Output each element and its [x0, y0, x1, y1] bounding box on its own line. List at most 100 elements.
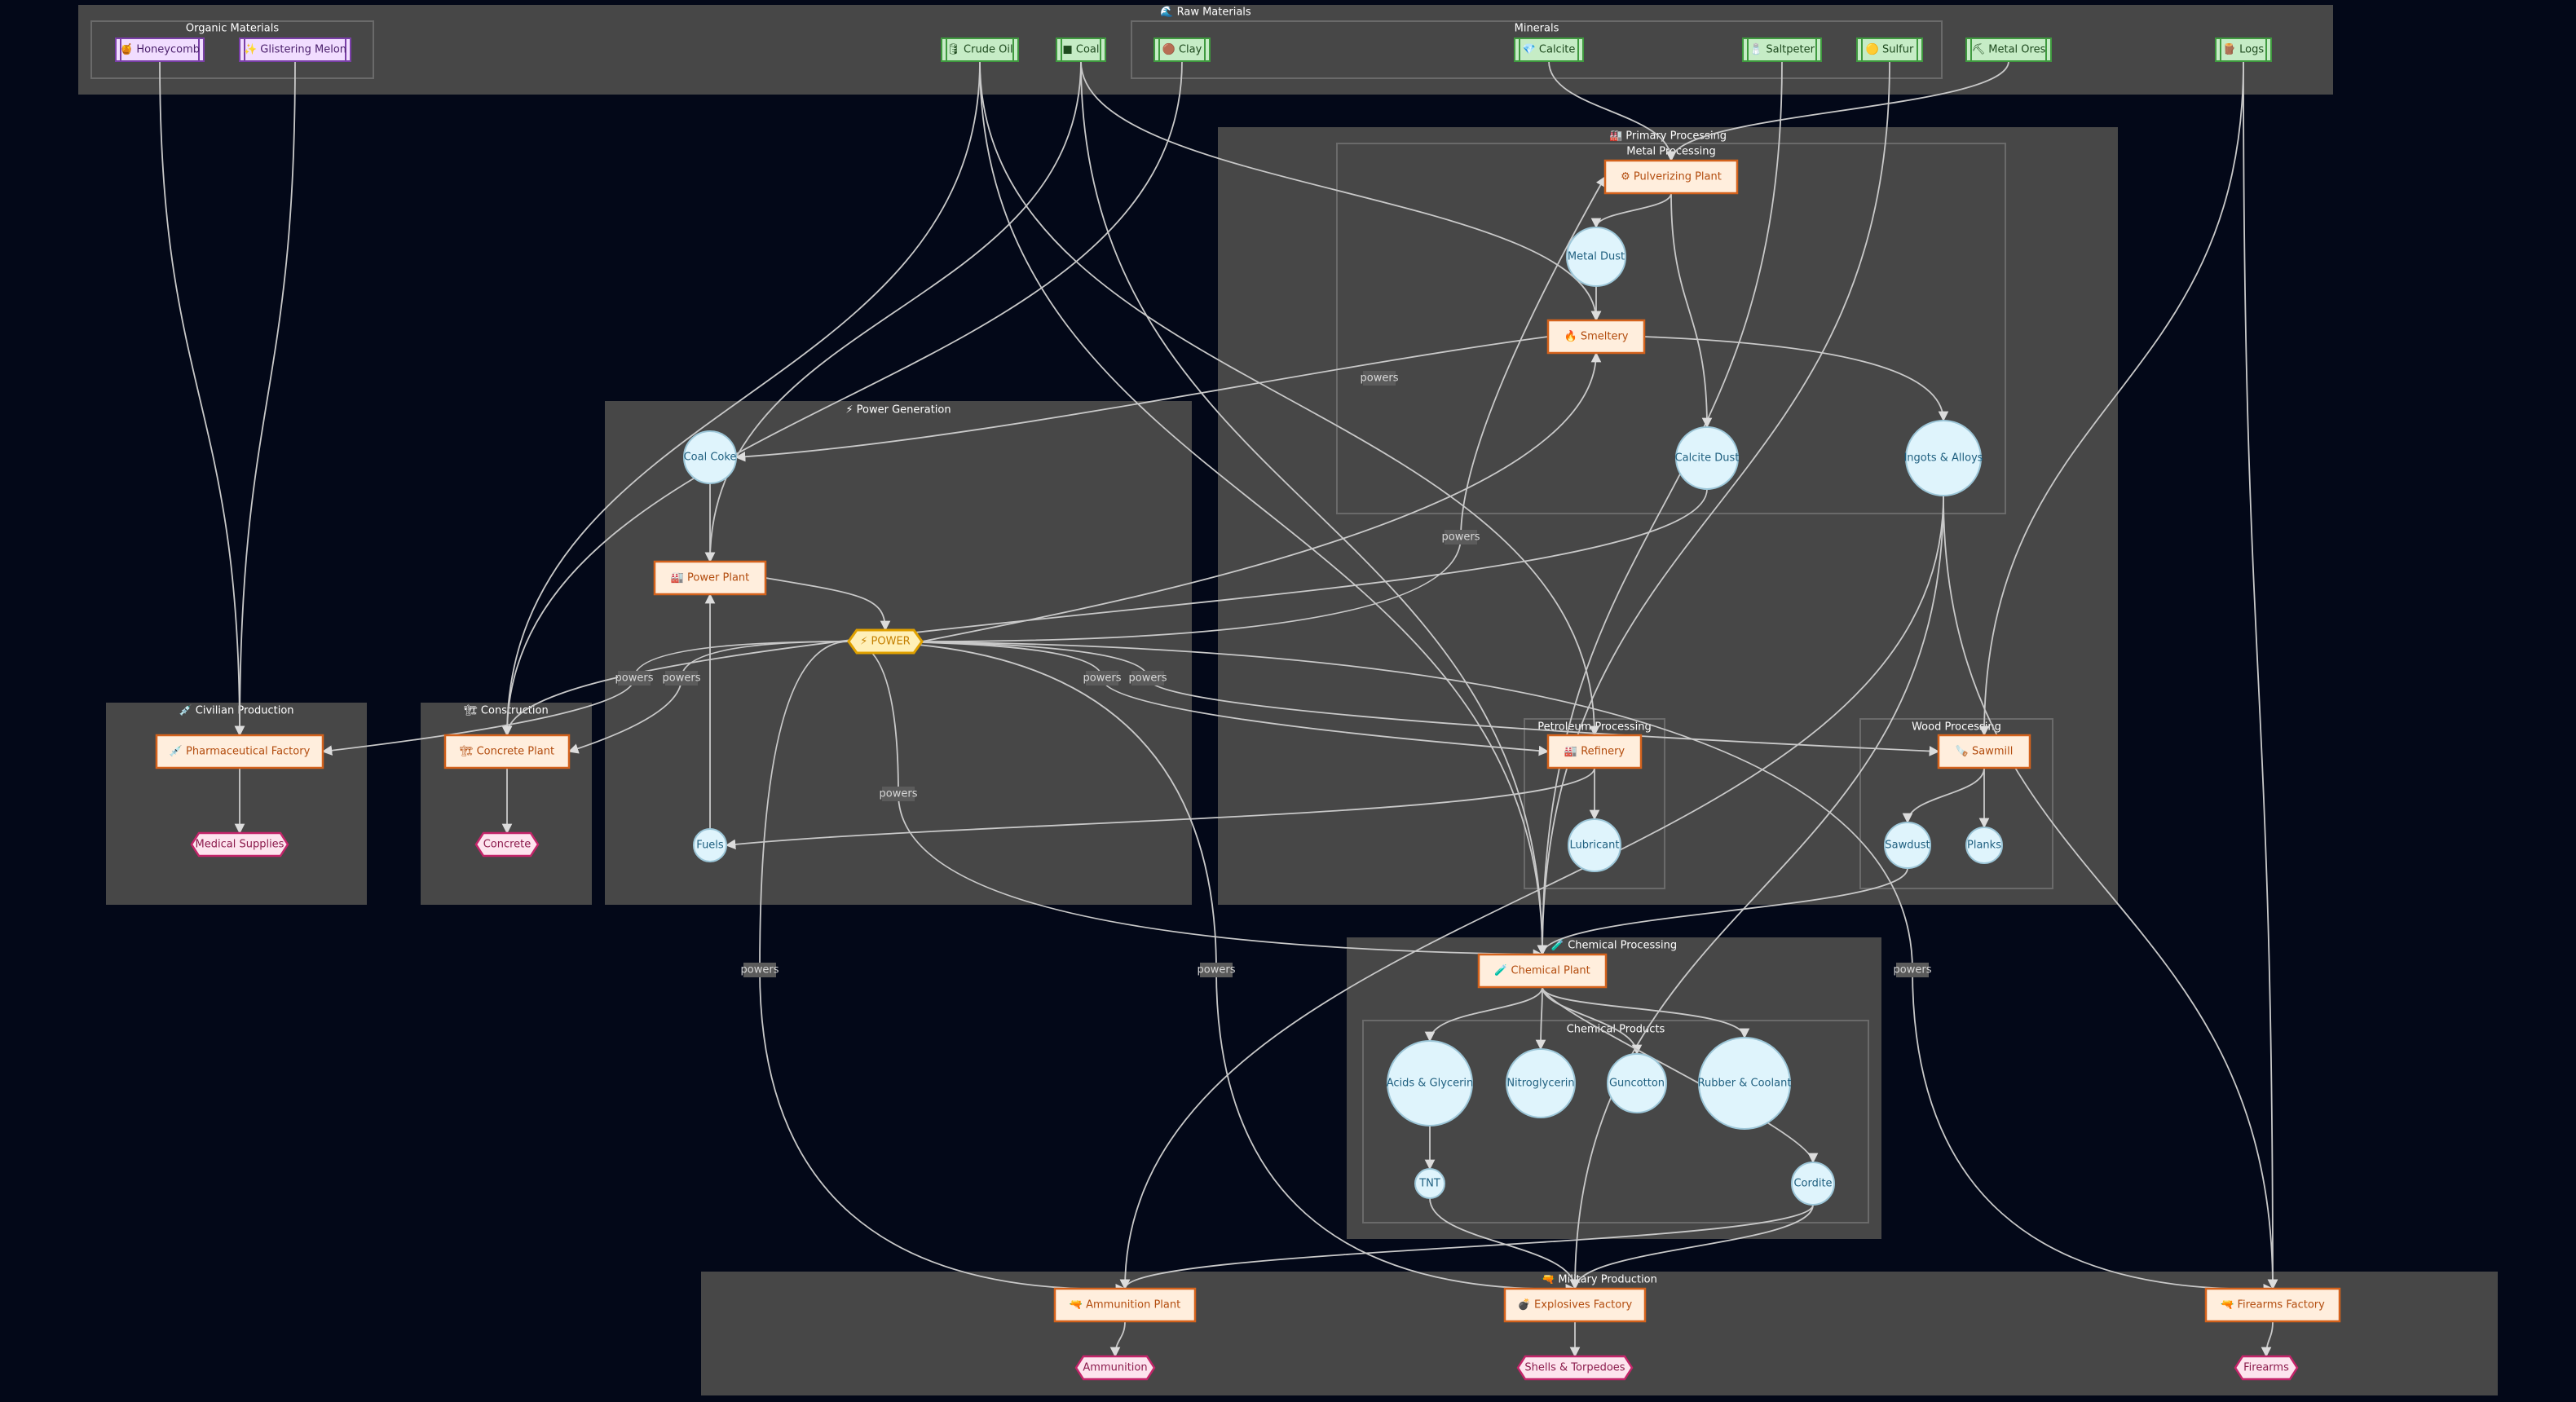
node-label: 💣 Explosives Factory — [1518, 1298, 1633, 1312]
node-nitro[interactable]: Nitroglycerin — [1506, 1048, 1576, 1118]
edge-ores-to-pulverizing — [1665, 60, 2009, 162]
edge-chemplant-to-cordite — [1542, 986, 1819, 1164]
node-metaldust[interactable]: Metal Dust — [1566, 227, 1626, 287]
node-sulfur[interactable]: 🟡 Sulfur — [1856, 37, 1923, 62]
node-smeltery[interactable]: 🔥 Smeltery — [1546, 319, 1646, 355]
edge-chemplant-to-guncotton — [1542, 986, 1643, 1056]
node-coalcoke[interactable]: Coal Coke — [683, 430, 737, 484]
node-firearms[interactable]: Firearms — [2234, 1355, 2299, 1381]
node-fuels[interactable]: Fuels — [693, 828, 727, 862]
cluster-title: ⚡ Power Generation — [845, 404, 951, 417]
node-rubber[interactable]: Rubber & Coolant — [1698, 1037, 1792, 1130]
edge-layer — [159, 60, 2278, 1358]
node-powernode[interactable]: ⚡ POWER — [847, 628, 924, 655]
edge-coal-to-smeltery — [1080, 60, 1602, 322]
node-ores[interactable]: ⛏ Metal Ores — [1965, 37, 2052, 62]
edge-label: powers — [1361, 371, 1399, 386]
node-label: 🍯 Honeycomb — [120, 43, 200, 56]
cluster-title: Organic Materials — [186, 23, 280, 35]
edge-ammoplant-to-ammunition — [1109, 1320, 1126, 1358]
node-label: 🏭 Power Plant — [671, 572, 750, 584]
node-label: 🏭 Refinery — [1564, 746, 1625, 758]
node-tnt[interactable]: TNT — [1414, 1168, 1445, 1199]
cluster-title: 🌊 Raw Materials — [1160, 6, 1251, 19]
edge-calcite-to-pulverizing — [1548, 60, 1677, 162]
node-label: Guncotton — [1609, 1078, 1665, 1090]
edge-chemplant-to-nitro — [1535, 986, 1546, 1051]
cluster-title: Wood Processing — [1912, 721, 2001, 734]
node-chemplant[interactable]: 🧪 Chemical Plant — [1477, 953, 1608, 989]
edge-label: powers — [1442, 530, 1480, 544]
node-pharma[interactable]: 💉 Pharmaceutical Factory — [155, 734, 324, 769]
node-calcitedust[interactable]: Calcite Dust — [1675, 426, 1740, 490]
edge-powernode-to-sawmill — [848, 641, 1940, 756]
edge-powerplant-to-powernode — [765, 577, 891, 632]
node-clay[interactable]: 🟤 Clay — [1153, 37, 1211, 62]
edge-label: powers — [1129, 671, 1167, 686]
edge-sawdust-to-chemplant — [1537, 867, 1908, 956]
node-label: Nitroglycerin — [1506, 1078, 1574, 1090]
node-pulverizing[interactable]: ⚙ Pulverizing Plant — [1603, 159, 1739, 195]
node-label: ⚡ POWER — [860, 636, 910, 648]
node-explosives[interactable]: 💣 Explosives Factory — [1503, 1287, 1647, 1323]
node-ingots[interactable]: Ingots & Alloys — [1903, 420, 1983, 496]
edge-clay-to-concreteplant — [501, 60, 1183, 737]
node-acids[interactable]: Acids & Glycerin — [1387, 1040, 1474, 1126]
node-label: Medical Supplies — [196, 839, 285, 851]
node-melon[interactable]: ✨ Glistering Melon — [239, 37, 351, 62]
node-guncotton[interactable]: Guncotton — [1607, 1053, 1667, 1113]
node-shells[interactable]: Shells & Torpedoes — [1516, 1355, 1634, 1381]
edge-honeycomb-to-pharma — [159, 60, 245, 737]
node-powerplant[interactable]: 🏭 Power Plant — [653, 560, 767, 596]
edge-label-text: powers — [1361, 373, 1399, 385]
edge-label-text: powers — [1129, 672, 1167, 685]
node-crude[interactable]: 🛢 Crude Oil — [941, 37, 1019, 62]
edge-pulverizing-to-metaldust — [1590, 192, 1672, 229]
edge-label: powers — [880, 787, 918, 801]
cluster-title: 🏗 Construction — [464, 704, 548, 717]
node-coal[interactable]: ■ Coal — [1056, 37, 1106, 62]
node-ammoplant[interactable]: 🔫 Ammunition Plant — [1053, 1287, 1197, 1323]
node-label: Rubber & Coolant — [1698, 1078, 1792, 1090]
node-planks[interactable]: Planks — [1965, 827, 2003, 864]
node-refinery[interactable]: 🏭 Refinery — [1546, 734, 1643, 769]
edge-powernode-to-pulverizing — [921, 175, 1606, 642]
node-lubricant[interactable]: Lubricant — [1568, 818, 1621, 872]
node-logs[interactable]: 🪵 Logs — [2215, 37, 2272, 62]
node-concrete[interactable]: Concrete — [474, 831, 540, 858]
node-ammunition[interactable]: Ammunition — [1074, 1355, 1156, 1381]
node-honeycomb[interactable]: 🍯 Honeycomb — [115, 37, 205, 62]
node-label: 🪵 Logs — [2223, 43, 2265, 56]
node-concreteplant[interactable]: 🏗 Concrete Plant — [443, 734, 571, 769]
edge-ingots-to-explosives — [1569, 495, 1944, 1290]
edge-cordite-to-ammoplant — [1119, 1204, 1814, 1290]
node-saltpeter[interactable]: 🧂 Saltpeter — [1742, 37, 1822, 62]
edge-sulfur-to-chemplant — [1537, 60, 1890, 956]
node-label: 🔫 Ammunition Plant — [1070, 1299, 1180, 1312]
node-label: ■ Coal — [1062, 44, 1099, 56]
node-label: 🏗 Concrete Plant — [460, 745, 554, 758]
cluster-minerals: Minerals — [1131, 20, 1943, 79]
edge-refinery-to-fuels — [725, 767, 1595, 850]
node-label: Sawdust — [1885, 840, 1930, 852]
edge-logs-to-sawmill — [1978, 60, 2244, 737]
cluster-title: Minerals — [1515, 23, 1559, 35]
edge-melon-to-pharma — [234, 60, 296, 737]
cluster-title: 💉 Civilian Production — [179, 704, 293, 717]
edge-chemplant-to-rubber — [1542, 986, 1750, 1039]
edge-ingots-to-ammoplant — [1119, 495, 1944, 1290]
node-sawdust[interactable]: Sawdust — [1884, 822, 1931, 869]
node-medical[interactable]: Medical Supplies — [190, 831, 289, 858]
edge-label-text: powers — [663, 672, 701, 685]
node-label: 💉 Pharmaceutical Factory — [170, 745, 311, 758]
node-label: 🧂 Saltpeter — [1749, 42, 1815, 56]
node-label: Planks — [1967, 840, 2001, 852]
cluster-title: 🧪 Chemical Processing — [1551, 939, 1677, 952]
edge-powernode-to-ammoplant — [759, 641, 1127, 1294]
node-calcite[interactable]: 💎 Calcite — [1514, 37, 1584, 62]
node-firearmsfac[interactable]: 🔫 Firearms Factory — [2204, 1287, 2341, 1323]
edge-label-text: powers — [880, 788, 918, 800]
node-cordite[interactable]: Cordite — [1791, 1162, 1835, 1206]
node-sawmill[interactable]: 🪚 Sawmill — [1937, 734, 2031, 769]
